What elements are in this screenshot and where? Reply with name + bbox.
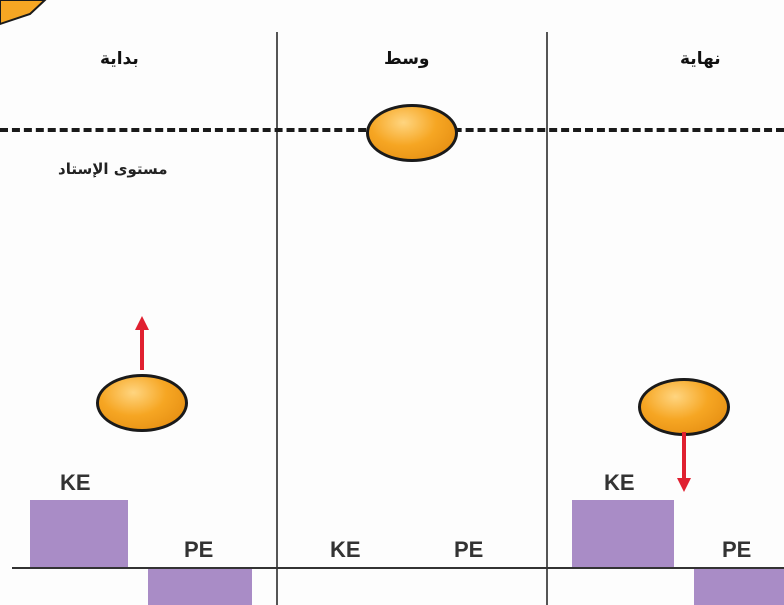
ke-label-end: KE bbox=[604, 470, 635, 495]
pe-label-middle: PE bbox=[454, 537, 484, 562]
column-divider-right bbox=[546, 32, 548, 605]
phase-label-middle: وسط bbox=[384, 49, 430, 69]
column-divider-left bbox=[276, 32, 278, 605]
phase-label-start: بداية bbox=[100, 49, 139, 69]
phase-label-end: نهاية bbox=[680, 49, 721, 69]
ball-start bbox=[96, 374, 188, 432]
pe-bar-start bbox=[148, 569, 252, 605]
level-label: مستوى الإستاد bbox=[58, 160, 168, 178]
ke-label-middle: KE bbox=[330, 537, 361, 562]
pe-bar-end bbox=[694, 569, 784, 605]
down-arrow-icon bbox=[677, 432, 691, 492]
pe-label-end: PE bbox=[722, 537, 752, 562]
energy-baseline bbox=[12, 567, 784, 569]
ball-end bbox=[638, 378, 730, 436]
corner-shape-icon bbox=[0, 0, 47, 26]
ke-label-start: KE bbox=[60, 470, 91, 495]
up-arrow-icon bbox=[135, 316, 149, 370]
ball-middle bbox=[366, 104, 458, 162]
ke-bar-start bbox=[30, 500, 128, 567]
ke-bar-end bbox=[572, 500, 674, 567]
pe-label-start: PE bbox=[184, 537, 214, 562]
